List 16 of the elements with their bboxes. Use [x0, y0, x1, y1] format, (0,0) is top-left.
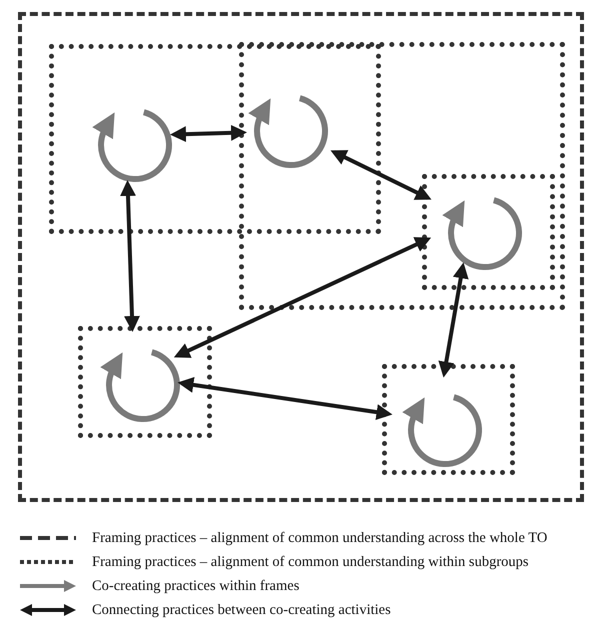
double-arrow [174, 237, 432, 358]
dotted-frame [49, 44, 381, 234]
dashed-frame [18, 12, 584, 502]
legend-text: Co-creating practices within frames [92, 578, 300, 594]
legend-text: Connecting practices between co-creating activities [92, 602, 391, 618]
double-arrow [178, 376, 392, 420]
double-arrow [330, 150, 432, 200]
dotted-frame [78, 326, 212, 438]
legend-text: Framing practices – alignment of common understanding across the whole TO [92, 530, 548, 546]
double-arrow [120, 180, 140, 332]
dotted-frame [239, 42, 565, 310]
double-arrow [438, 262, 469, 378]
legend-text: Framing practices – alignment of common understanding within subgroups [92, 554, 529, 570]
dotted-frame [382, 364, 515, 475]
dotted-frame [422, 174, 555, 290]
double-arrow [170, 124, 247, 142]
